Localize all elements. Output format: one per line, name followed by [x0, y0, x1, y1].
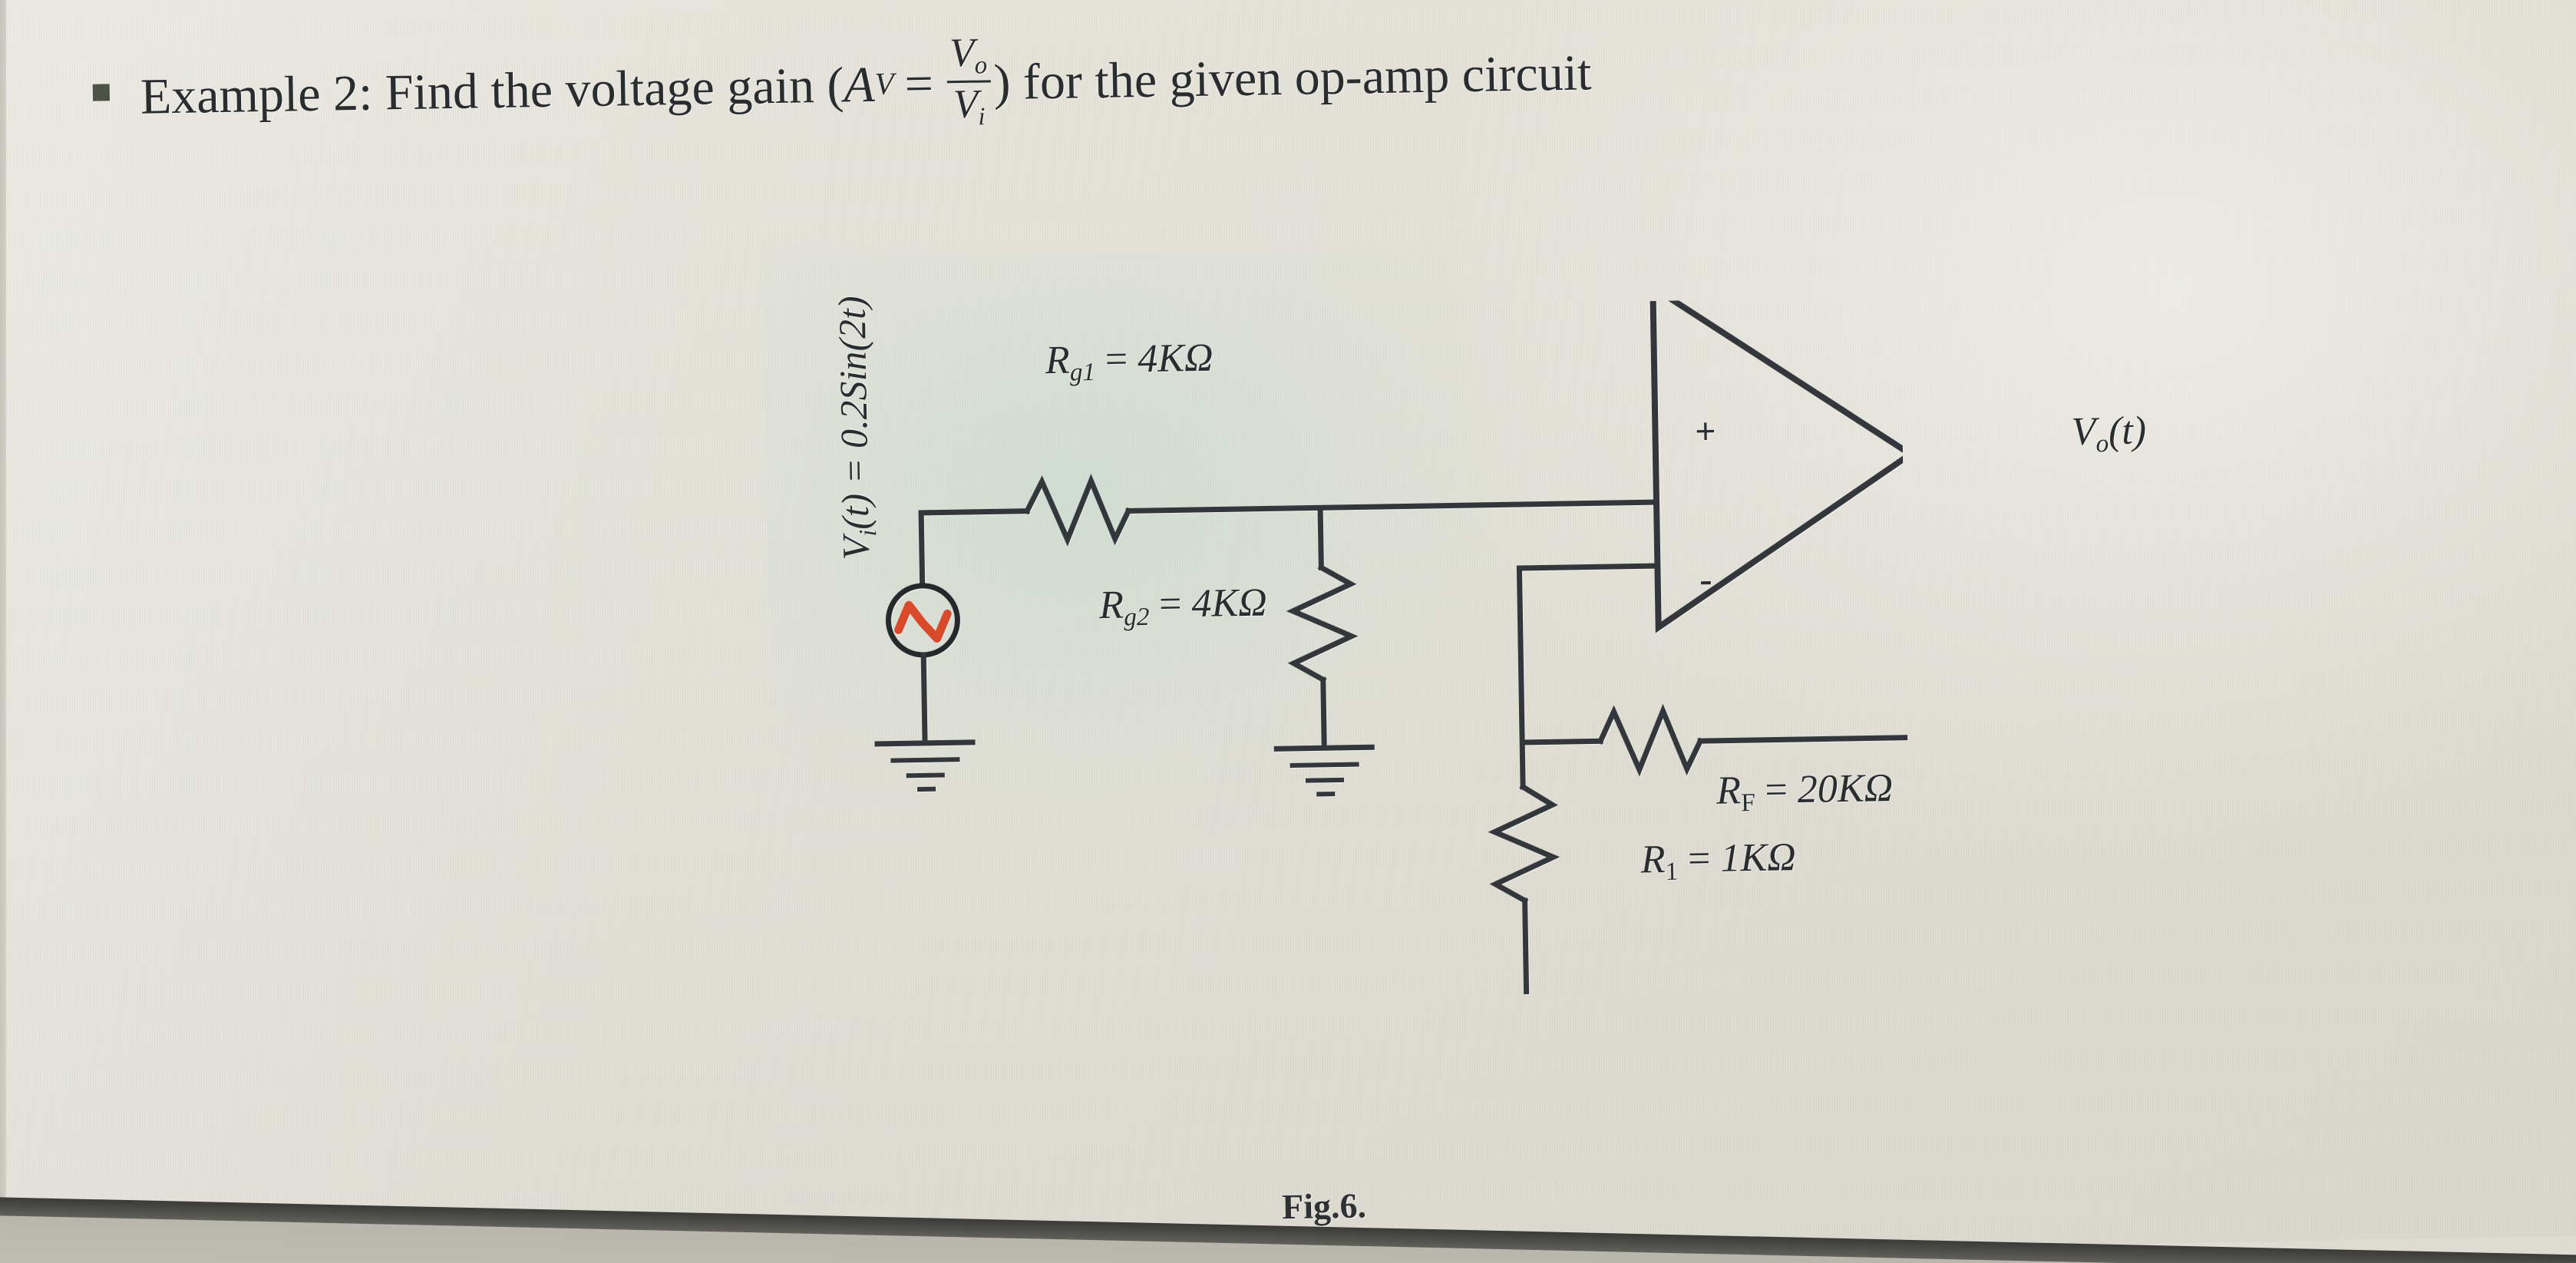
rf-subscript: F: [1740, 788, 1756, 818]
ground-symbol-source: [874, 739, 976, 792]
numerator-symbol: V: [949, 30, 975, 76]
rg2-symbol: R: [1098, 583, 1125, 628]
ground-symbol-rg2: [1273, 744, 1375, 797]
vi-symbol: V: [834, 536, 878, 560]
wire-rg1-right: [1125, 504, 1323, 514]
wire-rf-left: [1519, 738, 1603, 746]
opamp-noninverting-sign: +: [1695, 410, 1716, 451]
ac-source-sine-icon: [894, 600, 952, 643]
wire-output: [1907, 448, 1912, 458]
r1-value: 1KΩ: [1719, 835, 1797, 881]
rg1-value: 4KΩ: [1137, 336, 1214, 382]
wire-rg1-left: [918, 508, 1030, 516]
opamp-triangle: [1650, 296, 1912, 633]
resistor-r1: [1488, 783, 1560, 904]
vo-rest: (t): [2108, 408, 2147, 454]
label-r1: R1 = 1KΩ: [1640, 835, 1796, 887]
label-source-voltage: Vi(t) = 0.2Sin(2t): [829, 296, 882, 560]
denominator-symbol: V: [953, 81, 979, 127]
r1-subscript: 1: [1665, 857, 1679, 886]
rg1-subscript: g1: [1069, 358, 1096, 387]
gain-subscript: V: [874, 66, 894, 102]
wire-r1-bottom: [1522, 898, 1530, 1006]
denominator-subscript: i: [978, 103, 986, 131]
r1-equals: =: [1687, 836, 1711, 881]
rf-value: 20KΩ: [1797, 765, 1894, 812]
label-rg2: Rg2 = 4KΩ: [1099, 580, 1268, 633]
gain-fraction: Vo Vi: [946, 30, 992, 131]
resistor-rf: [1597, 703, 1704, 777]
vo-subscript: o: [2095, 429, 2109, 458]
rg2-subscript: g2: [1123, 602, 1150, 632]
gain-symbol: A: [843, 56, 876, 114]
rf-equals: =: [1765, 768, 1788, 812]
fraction-numerator: Vo: [946, 30, 991, 80]
fraction-denominator: Vi: [950, 81, 989, 131]
vi-subscript: i: [854, 529, 882, 537]
rg1-equals: =: [1105, 337, 1128, 382]
wire-inverting-to-left: [1516, 563, 1660, 571]
opamp-inverting-sign: -: [1699, 557, 1713, 603]
rg1-symbol: R: [1045, 338, 1071, 383]
wire-inverting-down: [1516, 565, 1525, 746]
screen-left-edge: [0, 0, 6, 1263]
wire-source-top: [918, 510, 926, 589]
vi-rest: (t) = 0.2Sin(2t): [830, 295, 877, 531]
wire-rf-right: [1697, 732, 1912, 744]
wire-rg2-bottom: [1320, 676, 1327, 751]
wire-rg2-top: [1317, 504, 1324, 570]
rg2-value: 4KΩ: [1191, 580, 1268, 627]
label-output-voltage: Vo(t): [2071, 408, 2147, 459]
vo-symbol: V: [2071, 409, 2096, 455]
circuit-schematic-svg: [874, 296, 1912, 1006]
title-suffix: ) for the given op-amp circuit: [992, 45, 1592, 111]
square-bullet-icon: [92, 84, 111, 101]
circuit-diagram: [826, 296, 1912, 1006]
figure-caption: Fig.6.: [1281, 1185, 1367, 1227]
ground-symbol-r1: [1476, 1002, 1577, 1006]
resistor-rg2: [1286, 564, 1359, 684]
wire-to-noninverting-input: [1317, 499, 1657, 511]
title-equals: =: [904, 55, 934, 112]
resistor-rg1: [1023, 473, 1132, 547]
r1-symbol: R: [1640, 837, 1666, 882]
wire-r1-top: [1519, 739, 1526, 790]
numerator-subscript: o: [974, 51, 988, 80]
title-prefix: Example 2: Find the voltage gain (: [140, 57, 844, 125]
rg2-equals: =: [1158, 582, 1182, 627]
rf-symbol: R: [1716, 769, 1742, 813]
label-rg1: Rg1 = 4KΩ: [1045, 336, 1214, 388]
label-rf: RF = 20KΩ: [1716, 765, 1894, 818]
wire-source-bottom: [920, 652, 928, 746]
